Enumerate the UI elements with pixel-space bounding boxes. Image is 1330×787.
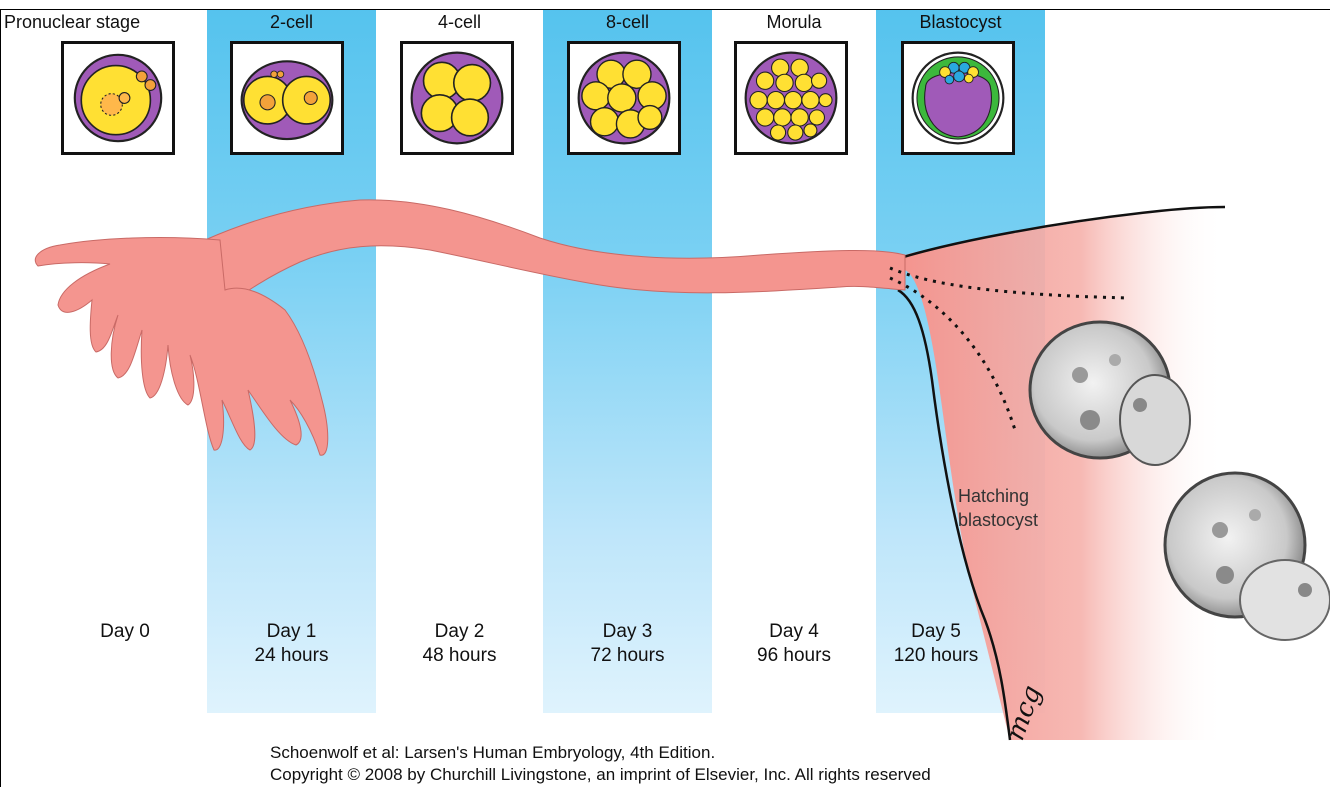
stage-label-blastocyst: Blastocyst (876, 12, 1045, 33)
credit-line-2: Copyright © 2008 by Churchill Livingston… (270, 765, 931, 785)
embryo-2-cell-image (230, 41, 344, 155)
day-label-0-day: Day 0 (70, 620, 180, 644)
embryo-blastocyst-image (901, 41, 1015, 155)
day-label-3-day: Day 3 (543, 620, 712, 644)
fallopian-tube (205, 200, 905, 310)
day-label-2-day: Day 2 (376, 620, 543, 644)
stage-label-8-cell: 8-cell (543, 12, 712, 33)
day-label-0: Day 0 (70, 620, 180, 644)
embryo-8-cell-image (567, 41, 681, 155)
embryo-pronuclear-image (61, 41, 175, 155)
day-label-1-day: Day 1 (207, 620, 376, 644)
stage-label-2-cell: 2-cell (207, 12, 376, 33)
stage-label-morula: Morula (712, 12, 876, 33)
day-label-4-time: 96 hours (712, 644, 876, 668)
embryo-morula-image (734, 41, 848, 155)
day-label-4: Day 4 96 hours (712, 620, 876, 668)
day-label-3-time: 72 hours (543, 644, 712, 668)
stage-label-pronuclear: Pronuclear stage (0, 12, 194, 33)
day-label-5: Day 5 120 hours (876, 620, 996, 668)
day-label-5-day: Day 5 (876, 620, 996, 644)
day-label-2-time: 48 hours (376, 644, 543, 668)
day-label-1-time: 24 hours (207, 644, 376, 668)
day-label-5-time: 120 hours (876, 644, 996, 668)
hatching-label-line2: blastocyst (958, 508, 1038, 532)
day-label-1: Day 1 24 hours (207, 620, 376, 668)
day-label-2: Day 2 48 hours (376, 620, 543, 668)
day-label-4-day: Day 4 (712, 620, 876, 644)
embryo-4-cell-image (400, 41, 514, 155)
stage-label-4-cell: 4-cell (376, 12, 543, 33)
day-label-3: Day 3 72 hours (543, 620, 712, 668)
credit-line-1: Schoenwolf et al: Larsen's Human Embryol… (270, 743, 715, 763)
hatching-label-line1: Hatching (958, 484, 1038, 508)
hatching-blastocyst-label: Hatching blastocyst (958, 484, 1038, 532)
